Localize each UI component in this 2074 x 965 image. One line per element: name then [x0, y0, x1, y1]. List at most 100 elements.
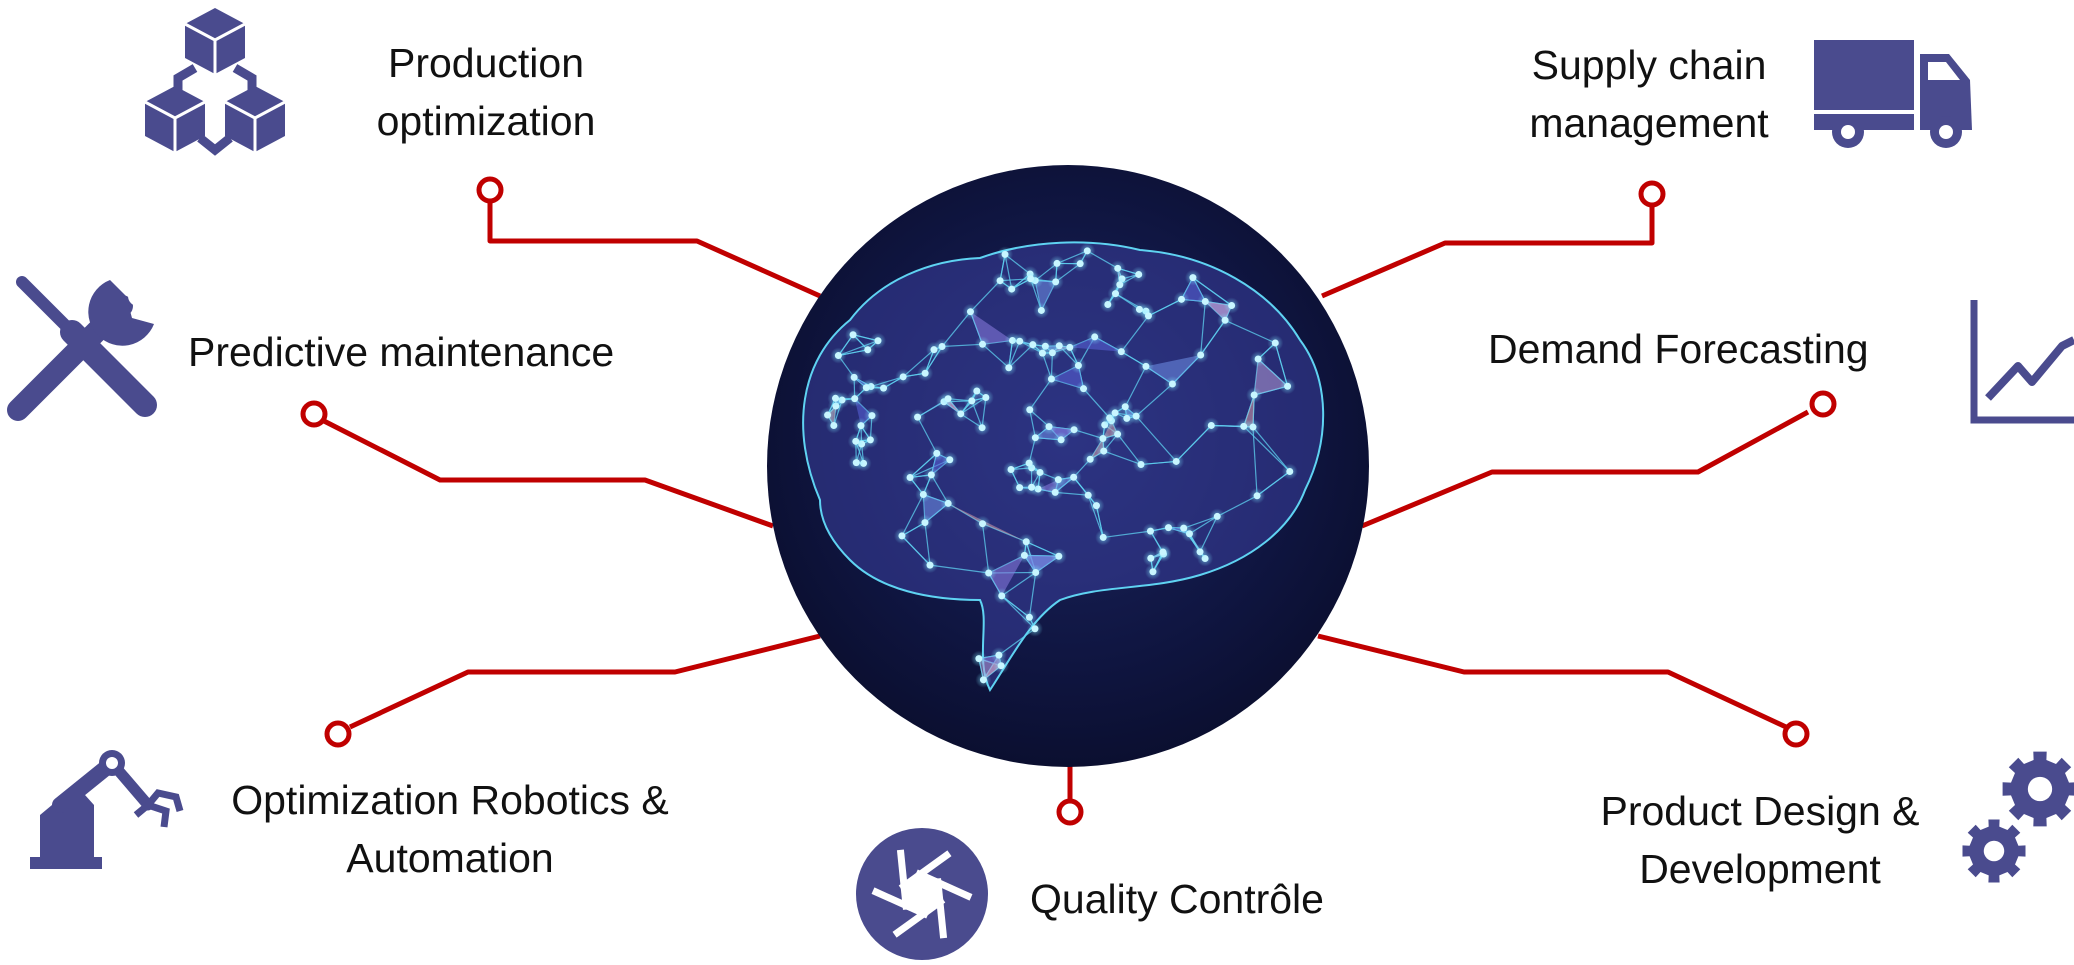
network-node	[1002, 251, 1009, 258]
network-node	[1048, 376, 1055, 383]
network-node	[1087, 456, 1094, 463]
network-node	[1005, 364, 1012, 371]
endpoint-demand-forecasting	[1812, 393, 1834, 415]
topic-optimization-robotics-automation: Optimization Robotics & Automation	[190, 771, 710, 887]
gears-icon	[1963, 752, 2074, 883]
network-node	[1023, 538, 1030, 545]
network-node	[830, 422, 837, 429]
connector-production-optimization	[490, 198, 820, 296]
network-node	[1032, 569, 1039, 576]
network-node	[922, 370, 929, 377]
network-node	[921, 519, 928, 526]
connector-product-design	[1318, 636, 1786, 727]
network-node	[1112, 290, 1119, 297]
network-node	[1118, 348, 1125, 355]
network-node	[1052, 278, 1059, 285]
network-node	[945, 500, 952, 507]
network-node	[1029, 341, 1036, 348]
network-node	[1031, 625, 1038, 632]
network-node	[863, 384, 870, 391]
label-line: Supply chain	[1484, 36, 1814, 94]
topic-production-optimization: Production optimization	[316, 34, 656, 150]
network-node	[930, 346, 937, 353]
network-node	[1251, 392, 1258, 399]
network-node	[1123, 415, 1130, 422]
gear-hole	[2028, 777, 2052, 801]
network-node	[1039, 350, 1046, 357]
network-node	[957, 410, 964, 417]
network-node	[1147, 528, 1154, 535]
endpoint-production-optimization	[479, 179, 501, 201]
label-line: Predictive maintenance	[188, 323, 708, 381]
network-node	[1222, 317, 1229, 324]
network-node	[997, 277, 1004, 284]
cubes-icon	[145, 8, 285, 152]
topic-product-design-development: Product Design & Development	[1570, 782, 1950, 898]
network-node	[1008, 466, 1015, 473]
network-node	[945, 395, 952, 402]
network-node	[1214, 513, 1221, 520]
network-node	[907, 474, 914, 481]
network-node	[975, 655, 982, 662]
robot-arm-icon	[30, 750, 180, 869]
network-node	[851, 374, 858, 381]
network-node	[1122, 403, 1129, 410]
wrench-screwdriver-icon	[18, 280, 154, 410]
label-line: management	[1484, 94, 1814, 152]
network-node	[1055, 553, 1062, 560]
network-node	[1197, 548, 1204, 555]
label-line: Optimization Robotics &	[190, 771, 710, 829]
network-node	[1055, 476, 1062, 483]
network-node	[1037, 469, 1044, 476]
gear-hole	[1984, 841, 2004, 861]
label-line: optimization	[316, 92, 656, 150]
network-node	[1255, 356, 1262, 363]
network-node	[1052, 489, 1059, 496]
truck-icon	[1814, 40, 1972, 148]
network-node	[1189, 274, 1196, 281]
network-node	[1228, 302, 1235, 309]
network-node	[1208, 422, 1215, 429]
network-node	[1138, 461, 1145, 468]
network-node	[1080, 385, 1087, 392]
endpoint-product-design	[1785, 723, 1807, 745]
network-node	[1084, 247, 1091, 254]
network-node	[979, 424, 986, 431]
network-node	[832, 395, 839, 402]
connector-predictive-maintenance	[324, 421, 773, 526]
topic-demand-forecasting: Demand Forecasting	[1488, 320, 1928, 378]
label-line: Product Design &	[1570, 782, 1950, 840]
network-node	[979, 341, 986, 348]
network-node	[835, 352, 842, 359]
network-node	[1254, 492, 1261, 499]
network-node	[1114, 431, 1121, 438]
network-node	[1085, 492, 1092, 499]
endpoint-predictive-maintenance	[303, 403, 325, 425]
endpoint-quality-controle	[1059, 801, 1081, 823]
label-line: Production	[316, 34, 656, 92]
network-node	[1104, 301, 1111, 308]
network-node	[1197, 351, 1204, 358]
network-node	[850, 331, 857, 338]
network-node	[967, 308, 974, 315]
network-node	[914, 414, 921, 421]
network-node	[1046, 423, 1053, 430]
network-node	[927, 562, 934, 569]
aperture-icon	[856, 828, 988, 960]
network-node	[898, 532, 905, 539]
network-node	[1173, 458, 1180, 465]
trend-chart-icon	[1974, 300, 2074, 420]
network-node	[946, 456, 953, 463]
label-line: Quality Contrôle	[1030, 870, 1410, 928]
network-node	[1058, 436, 1065, 443]
network-node	[1016, 484, 1023, 491]
network-node	[857, 422, 864, 429]
network-node	[853, 459, 860, 466]
network-node	[1286, 468, 1293, 475]
network-node	[1070, 474, 1077, 481]
network-node	[1093, 502, 1100, 509]
endpoint-optimization-robotics	[327, 723, 349, 745]
network-node	[1100, 448, 1107, 455]
network-node	[875, 337, 882, 344]
